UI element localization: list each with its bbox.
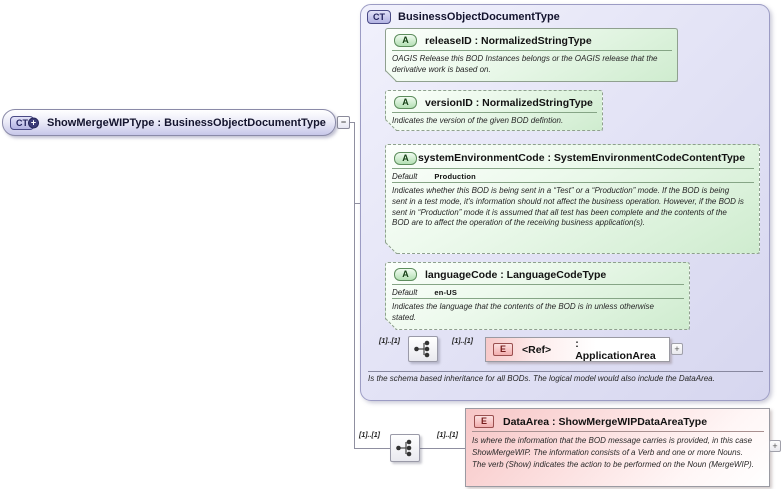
occurrence-label: [1]..[1]	[379, 338, 400, 345]
divider	[472, 431, 764, 432]
attribute-title: languageCode : LanguageCodeType	[425, 268, 607, 281]
attribute-node-systemenvironmentcode[interactable]: A systemEnvironmentCode : SystemEnvironm…	[385, 144, 760, 254]
default-label: Default	[392, 171, 418, 181]
root-type-node[interactable]: CT + ShowMergeWIPType : BusinessObjectDo…	[2, 109, 336, 136]
sequence-icon[interactable]	[390, 434, 420, 462]
attribute-icon: A	[394, 152, 417, 165]
attribute-description: Indicates the version of the given BOD d…	[392, 116, 564, 125]
attribute-icon: A	[394, 34, 417, 47]
connector-line	[420, 448, 465, 449]
root-type-title: ShowMergeWIPType : BusinessObjectDocumen…	[47, 116, 326, 129]
default-value: Production	[434, 171, 476, 181]
element-node-applicationarea[interactable]: E <Ref> : ApplicationArea	[485, 337, 670, 362]
sequence-glyph	[396, 439, 412, 457]
attribute-description: Indicates the language that the contents…	[392, 302, 654, 322]
element-icon: E	[474, 415, 494, 428]
base-type-header[interactable]: CT BusinessObjectDocumentType	[367, 10, 560, 24]
divider	[392, 284, 684, 285]
default-value: en-US	[434, 287, 458, 297]
element-node-dataarea[interactable]: E DataArea : ShowMergeWIPDataAreaType Is…	[465, 408, 770, 487]
element-description: Is where the information that the BOD me…	[472, 436, 754, 469]
attribute-node-releaseid[interactable]: A releaseID : NormalizedStringType OAGIS…	[385, 28, 678, 82]
annotation-text: Is the schema based inheritance for all …	[368, 374, 715, 383]
sequence-icon[interactable]	[408, 336, 438, 362]
divider	[368, 371, 763, 372]
plus-icon: +	[28, 117, 39, 128]
attribute-title: releaseID : NormalizedStringType	[425, 34, 592, 47]
occurrence-label: [1]..[1]	[437, 432, 458, 439]
divider	[392, 50, 672, 51]
attribute-icon: A	[394, 268, 417, 281]
connector-line	[354, 448, 390, 449]
divider	[392, 168, 754, 169]
divider	[392, 298, 684, 299]
occurrence-label: [1]..[1]	[452, 338, 473, 345]
sequence-glyph	[414, 340, 430, 358]
complex-type-icon: CT +	[10, 115, 39, 130]
connector-line	[349, 122, 355, 123]
attribute-icon: A	[394, 96, 417, 109]
element-title: : ApplicationArea	[575, 337, 656, 362]
divider	[392, 112, 597, 113]
element-icon: E	[493, 343, 513, 356]
expand-toggle[interactable]: +	[671, 343, 683, 355]
collapse-toggle[interactable]: −	[337, 116, 350, 129]
complex-type-icon: CT	[367, 10, 391, 24]
attribute-title: versionID : NormalizedStringType	[425, 96, 593, 109]
connector-line	[354, 122, 355, 449]
element-title: DataArea : ShowMergeWIPDataAreaType	[503, 415, 708, 428]
expand-toggle[interactable]: +	[769, 440, 781, 452]
occurrence-label: [1]..[1]	[359, 432, 380, 439]
default-label: Default	[392, 287, 418, 297]
attribute-node-versionid[interactable]: A versionID : NormalizedStringType Indic…	[385, 90, 603, 131]
base-type-title: BusinessObjectDocumentType	[398, 11, 560, 23]
divider	[392, 182, 754, 183]
attribute-description: Indicates whether this BOD is being sent…	[392, 186, 744, 228]
attribute-description: OAGIS Release this BOD Instances belongs…	[392, 54, 658, 74]
attribute-node-languagecode[interactable]: A languageCode : LanguageCodeType Defaul…	[385, 262, 690, 330]
attribute-title: systemEnvironmentCode : SystemEnvironmen…	[417, 152, 746, 164]
complex-type-badge: CT	[16, 117, 28, 128]
element-ref-label: <Ref>	[522, 343, 552, 356]
